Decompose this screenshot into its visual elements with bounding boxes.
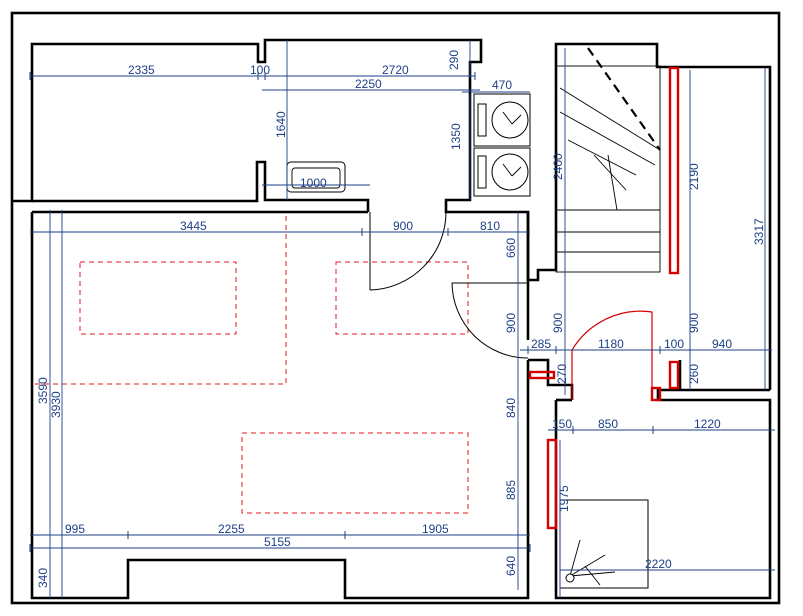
dim-2250: 2250 bbox=[355, 77, 382, 91]
dim-2190: 2190 bbox=[687, 163, 701, 190]
dim-340: 340 bbox=[36, 568, 50, 588]
dim-900-hall: 900 bbox=[504, 313, 518, 333]
drawing-frame bbox=[10, 11, 781, 605]
dim-850: 850 bbox=[598, 417, 618, 431]
dim-940: 940 bbox=[712, 337, 732, 351]
dim-3445: 3445 bbox=[180, 219, 207, 233]
top-room-south-wall bbox=[32, 160, 370, 212]
dim-2720: 2720 bbox=[382, 63, 409, 77]
dim-2335: 2335 bbox=[128, 63, 155, 77]
dim-2400: 2400 bbox=[551, 153, 565, 180]
dim-900-door: 900 bbox=[393, 219, 413, 233]
door-swing-2 bbox=[451, 282, 529, 359]
red-wall-bathroom-top bbox=[650, 386, 662, 402]
stair-outline bbox=[555, 65, 661, 273]
dim-885: 885 bbox=[504, 480, 518, 500]
furniture-outline-3 bbox=[241, 432, 469, 514]
dim-1905: 1905 bbox=[422, 522, 449, 536]
dim-285: 285 bbox=[531, 337, 551, 351]
room-zone-outline bbox=[35, 214, 287, 385]
dryer bbox=[473, 147, 531, 197]
dim-2255: 2255 bbox=[218, 522, 245, 536]
dim-995: 995 bbox=[65, 522, 85, 536]
stair-tread bbox=[559, 87, 661, 151]
furniture-outline-2 bbox=[335, 261, 469, 335]
dim-900-right: 900 bbox=[687, 313, 701, 333]
door-swing-3 bbox=[571, 310, 653, 388]
red-wall-column bbox=[668, 360, 680, 390]
dim-sink-1000: 1000 bbox=[300, 176, 327, 190]
dim-260: 260 bbox=[687, 364, 701, 384]
dim-3317: 3317 bbox=[752, 218, 766, 245]
top-room-wall bbox=[12, 38, 483, 203]
dim-270: 270 bbox=[555, 364, 569, 384]
stair-tread bbox=[593, 154, 627, 191]
red-wall-stair bbox=[668, 66, 680, 275]
dim-1640: 1640 bbox=[274, 111, 288, 138]
bathroom-wall bbox=[554, 388, 772, 600]
dim-150: 150 bbox=[552, 417, 572, 431]
dim-1975: 1975 bbox=[557, 485, 571, 512]
main-room-west-south-wall bbox=[30, 212, 530, 600]
stair-tread bbox=[567, 139, 637, 176]
dimension-lines bbox=[29, 40, 775, 598]
dim-1180: 1180 bbox=[598, 337, 624, 351]
dim-5155: 5155 bbox=[264, 535, 291, 549]
dimension-labels: 2335 100 2720 290 470 2250 1640 1350 100… bbox=[36, 50, 766, 588]
furniture-outline-1 bbox=[79, 261, 237, 335]
dim-3930: 3930 bbox=[49, 391, 63, 418]
dim-3590: 3590 bbox=[36, 377, 50, 404]
dim-100: 100 bbox=[250, 63, 270, 77]
new-walls bbox=[528, 66, 680, 530]
staircase bbox=[555, 47, 661, 273]
dim-100-mid: 100 bbox=[664, 337, 684, 351]
stair-tread bbox=[607, 154, 618, 211]
doors bbox=[369, 211, 653, 400]
red-wall-bathroom bbox=[546, 438, 558, 530]
dim-290: 290 bbox=[447, 50, 461, 70]
dim-1220: 1220 bbox=[694, 417, 721, 431]
furniture-outlines bbox=[35, 214, 469, 514]
dim-810: 810 bbox=[480, 219, 500, 233]
dim-840: 840 bbox=[504, 398, 518, 418]
dim-1350: 1350 bbox=[449, 123, 463, 150]
fixtures bbox=[286, 93, 649, 589]
shower bbox=[559, 499, 649, 589]
dim-640: 640 bbox=[504, 556, 518, 576]
walls bbox=[12, 38, 772, 600]
dim-900-stair: 900 bbox=[551, 313, 565, 333]
stair-direction-line bbox=[587, 47, 661, 151]
door-swing-1 bbox=[369, 211, 447, 291]
washing-machine bbox=[473, 93, 531, 147]
red-wall-hall bbox=[528, 370, 556, 380]
stair-tread bbox=[559, 111, 656, 166]
dim-470: 470 bbox=[492, 78, 512, 92]
dim-2220: 2220 bbox=[645, 557, 672, 571]
dim-660: 660 bbox=[504, 238, 518, 258]
